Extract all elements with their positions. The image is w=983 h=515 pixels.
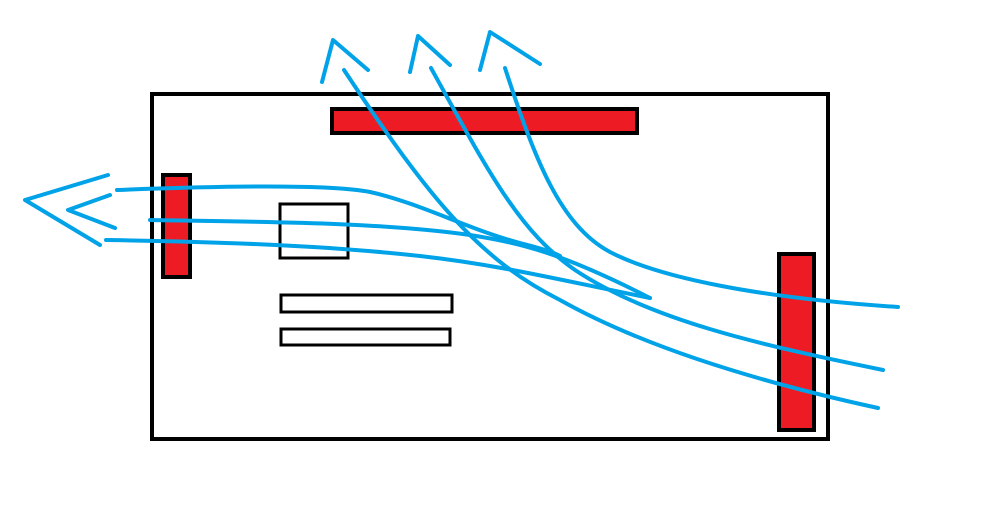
airflow-line-diagonal-bottom: [342, 68, 880, 410]
airflow-line-horizontal-bottom: [104, 238, 652, 300]
up-arrowhead-right: [478, 30, 542, 72]
airflow-line-horizontal-middle: [148, 218, 652, 300]
left-arrowhead-inner: [66, 193, 117, 230]
airflow-line-diagonal-top: [503, 66, 900, 309]
airflow-line-horizontal-top: [115, 184, 562, 258]
up-arrowhead-middle: [408, 34, 452, 74]
right-red-component: [777, 252, 816, 432]
upper-slot-component: [279, 293, 454, 314]
up-arrowhead-left: [320, 38, 370, 84]
lower-slot-component: [279, 327, 452, 347]
airflow-line-diagonal-middle: [429, 66, 885, 372]
left-red-component: [161, 173, 192, 279]
left-arrowhead-outer: [23, 173, 110, 247]
